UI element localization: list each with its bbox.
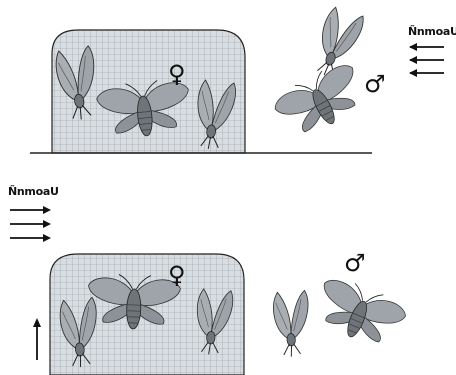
bottom-panel: ÑnmoaU ♀ ♂ <box>8 185 410 375</box>
bottom-male-symbol: ♂ <box>344 249 366 277</box>
top-wind-label: ÑnmoaU <box>408 25 456 38</box>
bottom-female-symbol: ♀ <box>168 261 186 289</box>
bottom-wind-arrow-3 <box>10 234 51 242</box>
top-panel: ♀ ♂ ÑnmoaU <box>30 6 456 153</box>
bottom-folded-moth-outside <box>272 290 311 357</box>
top-male-moth <box>270 58 371 144</box>
bottom-wind-arrow-1 <box>10 206 51 214</box>
bottom-up-arrowhead <box>33 318 41 327</box>
top-wind-arrow-1 <box>409 43 444 51</box>
top-wind-arrow-3 <box>409 69 444 77</box>
top-female-symbol: ♀ <box>168 60 186 88</box>
top-male-symbol: ♂ <box>364 70 386 98</box>
bottom-male-moth <box>310 273 410 353</box>
bottom-wind-arrow-2 <box>10 220 51 228</box>
top-wind-arrow-2 <box>409 56 444 64</box>
bottom-wind-label: ÑnmoaU <box>8 185 59 198</box>
